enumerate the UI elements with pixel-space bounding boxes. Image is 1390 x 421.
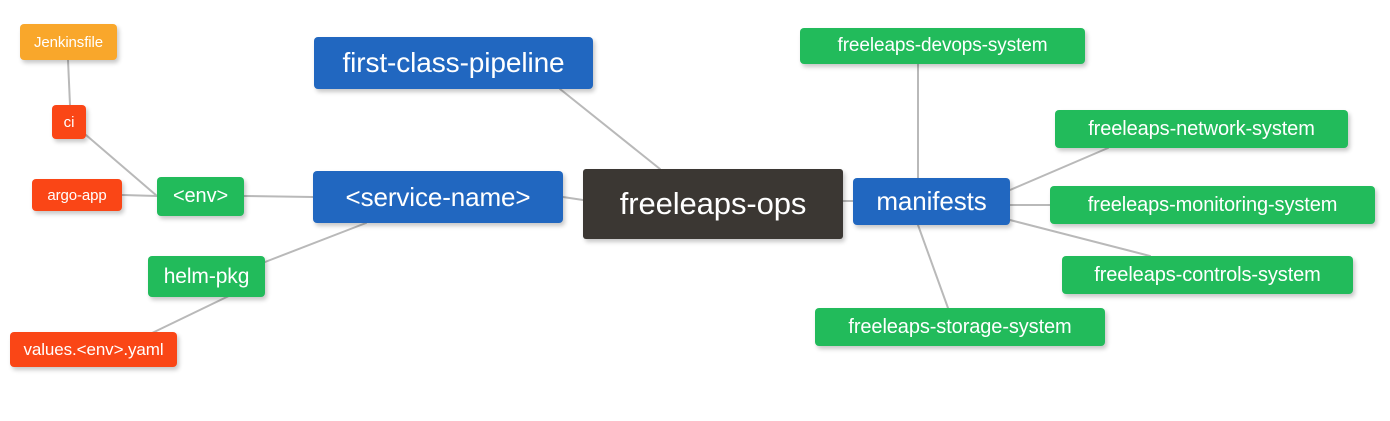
edge-manifests-to-freeleaps-controls-system (1009, 219, 1151, 257)
mindmap-node-freeleaps-controls-system[interactable]: freeleaps-controls-system (1062, 256, 1353, 294)
node-label: <env> (172, 185, 229, 207)
mindmap-node-ci[interactable]: ci (52, 105, 86, 139)
edge-values-yaml-to-helm-pkg (149, 292, 236, 335)
edge-helm-pkg-to-service-name (264, 222, 367, 263)
edge-first-class-pipeline-to-freeleaps-ops (559, 88, 661, 170)
edge-jenkinsfile-to-ci (67, 59, 71, 106)
edge-env-to-service-name (243, 195, 314, 198)
mindmap-node-values-yaml[interactable]: values.<env>.yaml (10, 332, 177, 367)
node-label: freeleaps-monitoring-system (1087, 193, 1338, 216)
edge-manifests-to-freeleaps-network-system (1009, 147, 1109, 191)
mindmap-node-freeleaps-monitoring-system[interactable]: freeleaps-monitoring-system (1050, 186, 1375, 224)
node-label: helm-pkg (163, 264, 250, 288)
node-label: argo-app (47, 186, 107, 204)
node-label: ci (63, 113, 75, 131)
mindmap-node-freeleaps-storage-system[interactable]: freeleaps-storage-system (815, 308, 1105, 346)
node-label: first-class-pipeline (342, 47, 565, 78)
node-label: freeleaps-controls-system (1094, 263, 1321, 286)
edge-argo-app-to-env (121, 194, 158, 197)
mindmap-node-freeleaps-ops[interactable]: freeleaps-ops (583, 169, 843, 239)
edge-manifests-to-freeleaps-storage-system (917, 224, 949, 309)
mindmap-node-manifests[interactable]: manifests (853, 178, 1010, 225)
node-label: freeleaps-devops-system (837, 35, 1048, 56)
mindmap-node-jenkinsfile[interactable]: Jenkinsfile (20, 24, 117, 60)
edge-service-name-to-freeleaps-ops (562, 196, 584, 201)
node-label: freeleaps-network-system (1088, 117, 1315, 140)
node-label: values.<env>.yaml (23, 339, 164, 359)
node-label: Jenkinsfile (34, 33, 103, 51)
node-label: <service-name> (345, 181, 531, 212)
node-label: freeleaps-storage-system (848, 315, 1072, 338)
node-label: freeleaps-ops (619, 186, 807, 221)
mindmap-node-argo-app[interactable]: argo-app (32, 179, 122, 211)
mindmap-node-env[interactable]: <env> (157, 177, 244, 216)
mindmap-node-freeleaps-network-system[interactable]: freeleaps-network-system (1055, 110, 1348, 148)
mindmap-node-freeleaps-devops-system[interactable]: freeleaps-devops-system (800, 28, 1085, 64)
node-label: manifests (876, 186, 987, 216)
mindmap-node-first-class-pipeline[interactable]: first-class-pipeline (314, 37, 593, 89)
mindmap-node-helm-pkg[interactable]: helm-pkg (148, 256, 265, 297)
mindmap-node-service-name[interactable]: <service-name> (313, 171, 563, 223)
